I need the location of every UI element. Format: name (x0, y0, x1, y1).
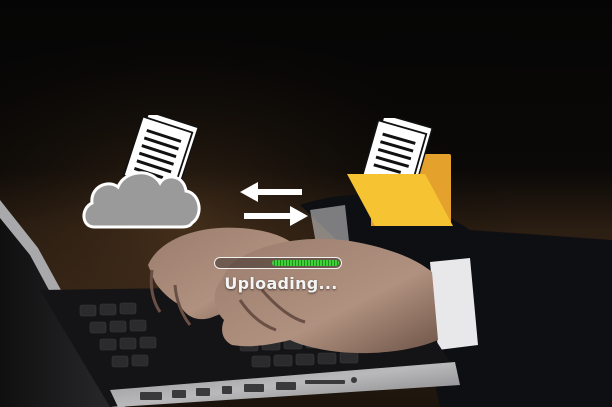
document-icon (360, 118, 434, 193)
right-hand-finger (260, 289, 306, 324)
upload-status-text: Uploading... (224, 274, 338, 293)
right-hand-finger (238, 299, 277, 332)
laptop-ports (140, 377, 357, 400)
cloud-with-document-icon (82, 115, 201, 229)
left-hand-finger (149, 269, 162, 313)
arrow-left-icon (240, 182, 302, 202)
folder-tab (423, 154, 451, 168)
right-hand (214, 238, 438, 354)
folder-front (347, 174, 453, 226)
left-hand-finger (173, 284, 192, 326)
keyboard-keys (79, 302, 359, 368)
arrow-right-icon (244, 206, 308, 226)
shirt-cuff-right (430, 258, 478, 350)
upload-progress-fill (272, 260, 339, 266)
folder-with-document-icon (347, 118, 453, 226)
two-way-transfer-arrows-icon (240, 182, 308, 226)
cloud-shape (82, 171, 201, 229)
upload-progress-bar (214, 257, 342, 269)
